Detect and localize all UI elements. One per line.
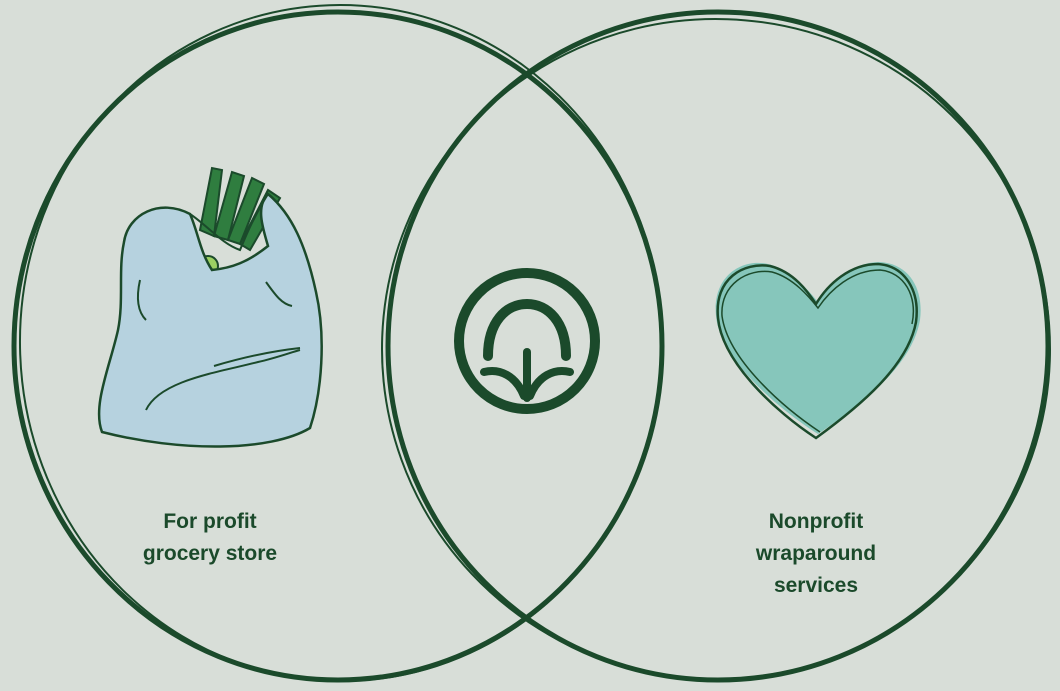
grocery-bag-icon bbox=[97, 166, 323, 448]
left-circle-label: For profit grocery store bbox=[142, 510, 278, 565]
right-circle bbox=[381, 9, 1051, 683]
sprout-logo-icon bbox=[454, 268, 600, 414]
heart-icon bbox=[715, 262, 921, 440]
right-circle-label: Nonprofit wraparound services bbox=[755, 510, 877, 597]
left-circle bbox=[11, 4, 665, 683]
